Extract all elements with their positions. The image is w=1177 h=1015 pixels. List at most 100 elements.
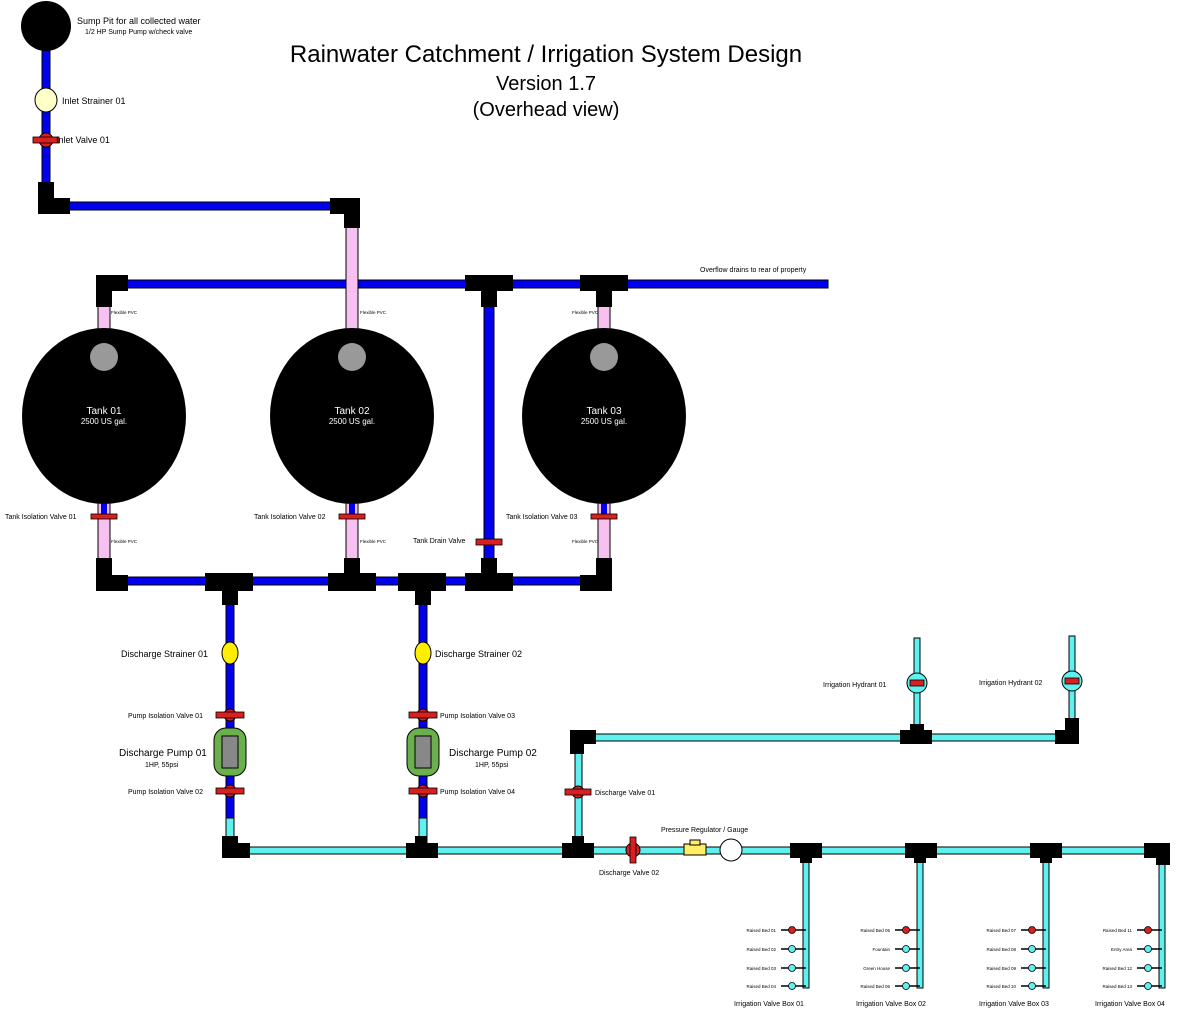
pressure-regulator-icon[interactable] [683, 839, 707, 856]
flex-pvc-labels: Flexible PVC Flexible PVC Flexible PVC F… [111, 310, 599, 544]
drain-riser-pipe [483, 295, 495, 565]
discharge-valve-01-icon[interactable] [564, 785, 592, 799]
outlet-green-house[interactable]: Green House [863, 964, 920, 972]
irrigation-valve-box-03: Raised Bed 07 Raised Bed 08 Raised Bed 0… [986, 926, 1046, 990]
pump-isolation-valve-01-label: Pump Isolation Valve 01 [128, 713, 203, 720]
valve-icon[interactable] [788, 982, 796, 990]
outlet-raised-bed-11[interactable]: Raised Bed 11 [1103, 926, 1162, 934]
tank-isolation-valve-03-icon[interactable] [590, 513, 618, 520]
tank-03[interactable]: Tank 03 2500 US gal. [522, 328, 686, 504]
pump-isolation-valve-01-icon[interactable] [215, 708, 245, 722]
tank-02[interactable]: Tank 02 2500 US gal. [270, 328, 434, 504]
discharge-pump-01-spec: 1HP, 55psi [145, 762, 179, 769]
irrigation-valve-box-04: Raised Bed 11 Entry Area Raised Bed 12 R… [1102, 926, 1162, 990]
discharge-strainer-01-icon[interactable] [221, 641, 239, 665]
valve-icon[interactable] [1028, 945, 1036, 953]
irrigation-valve-box-02: Raised Bed 05 Fountain Green House Raise… [860, 926, 920, 990]
irrigation-valve-box-04-label: Irrigation Valve Box 04 [1095, 1001, 1165, 1008]
inlet-valve-label: Inlet Valve 01 [56, 135, 110, 145]
irrigation-hydrant-02-icon[interactable] [1061, 670, 1083, 692]
discharge-pump-02-spec: 1HP, 55psi [475, 762, 509, 769]
tank-isolation-valve-01-icon[interactable] [90, 513, 118, 520]
flex-pvc-label: Flexible PVC [572, 310, 599, 315]
tank-02-capacity: 2500 US gal. [329, 417, 375, 426]
outlet-raised-bed-07[interactable]: Raised Bed 07 [986, 926, 1046, 934]
pressure-gauge-icon[interactable] [719, 838, 743, 862]
valve-icon[interactable] [1144, 945, 1152, 953]
outlet-raised-bed-06[interactable]: Raised Bed 06 [860, 982, 920, 990]
outlet-raised-bed-03[interactable]: Raised Bed 03 [746, 964, 806, 972]
outlet-label: Raised Bed 01 [746, 928, 776, 933]
flex-pvc-inner [101, 502, 607, 516]
inlet-strainer-label: Inlet Strainer 01 [62, 96, 126, 106]
flex-pvc-label: Flexible PVC [111, 310, 138, 315]
outlet-label: Entry Area [1111, 947, 1133, 952]
valve-icon[interactable] [902, 982, 910, 990]
irrigation-hydrant-02-label: Irrigation Hydrant 02 [979, 680, 1043, 687]
valve-icon[interactable] [902, 926, 910, 934]
irrigation-valve-box-01: Raised Bed 01 Raised Bed 02 Raised Bed 0… [746, 926, 806, 990]
pump-isolation-valve-02-icon[interactable] [215, 784, 245, 798]
outlet-label: Raised Bed 10 [986, 984, 1016, 989]
tank-01-body [22, 328, 186, 504]
tank-01[interactable]: Tank 01 2500 US gal. [22, 328, 186, 504]
outlet-raised-bed-01[interactable]: Raised Bed 01 [746, 926, 806, 934]
tank-isolation-valve-02-icon[interactable] [338, 513, 366, 520]
tank-isolation-valve-02-label: Tank Isolation Valve 02 [254, 514, 326, 521]
outlet-label: Raised Bed 13 [1102, 984, 1132, 989]
discharge-valve-02-icon[interactable] [625, 836, 641, 864]
valve-icon[interactable] [1144, 982, 1152, 990]
tank-drain-valve-label: Tank Drain Valve [413, 538, 466, 545]
pump-isolation-valve-04-icon[interactable] [408, 784, 438, 798]
tank-03-capacity: 2500 US gal. [581, 417, 627, 426]
discharge-pump-01-label: Discharge Pump 01 [119, 748, 207, 759]
discharge-strainer-02-icon[interactable] [414, 641, 432, 665]
flex-pvc-tank02-inlet [345, 221, 359, 331]
outlet-raised-bed-09[interactable]: Raised Bed 09 [986, 964, 1046, 972]
outlet-entry-area[interactable]: Entry Area [1111, 945, 1162, 953]
outlet-label: Raised Bed 03 [746, 966, 776, 971]
outlet-label: Raised Bed 07 [986, 928, 1016, 933]
outlet-raised-bed-13[interactable]: Raised Bed 13 [1102, 982, 1162, 990]
outlet-raised-bed-04[interactable]: Raised Bed 04 [746, 982, 806, 990]
discharge-pump-01-icon[interactable] [213, 727, 247, 777]
tank-drain-valve-icon[interactable] [475, 538, 503, 546]
pressure-regulator-label: Pressure Regulator / Gauge [661, 827, 748, 834]
tank-03-name: Tank 03 [586, 406, 621, 417]
outlet-raised-bed-12[interactable]: Raised Bed 12 [1102, 964, 1162, 972]
valve-icon[interactable] [788, 926, 796, 934]
outlet-raised-bed-08[interactable]: Raised Bed 08 [986, 945, 1046, 953]
flex-pvc-label: Flexible PVC [360, 539, 387, 544]
outlet-raised-bed-02[interactable]: Raised Bed 02 [746, 945, 806, 953]
sump-sublabel: 1/2 HP Sump Pump w/check valve [85, 29, 192, 36]
tank-02-lid-icon [338, 343, 366, 371]
inlet-valve-icon[interactable] [32, 132, 60, 148]
outlet-label: Raised Bed 11 [1103, 928, 1133, 933]
outlet-raised-bed-05[interactable]: Raised Bed 05 [860, 926, 920, 934]
inlet-strainer-icon[interactable] [34, 87, 58, 113]
tank-01-lid-icon [90, 343, 118, 371]
valve-icon[interactable] [788, 945, 796, 953]
inlet-header-pipe [53, 201, 351, 211]
outlet-fountain[interactable]: Fountain [872, 945, 920, 953]
valve-icon[interactable] [1144, 964, 1152, 972]
tank-02-name: Tank 02 [334, 406, 369, 417]
pump-isolation-valve-03-label: Pump Isolation Valve 03 [440, 713, 515, 720]
valve-icon[interactable] [902, 945, 910, 953]
pump-isolation-valve-03-icon[interactable] [408, 708, 438, 722]
irrigation-valve-box-03-label: Irrigation Valve Box 03 [979, 1001, 1049, 1008]
discharge-pump-02-icon[interactable] [406, 727, 440, 777]
valve-icon[interactable] [1028, 964, 1036, 972]
valve-icon[interactable] [1028, 982, 1036, 990]
irrigation-hydrant-01-icon[interactable] [906, 672, 928, 694]
diagram-version: Version 1.7 [496, 73, 596, 95]
valve-icon[interactable] [1028, 926, 1036, 934]
outlet-label: Raised Bed 09 [986, 966, 1016, 971]
valve-icon[interactable] [1144, 926, 1152, 934]
valve-icon[interactable] [902, 964, 910, 972]
valve-icon[interactable] [788, 964, 796, 972]
tank-isolation-valve-01-label: Tank Isolation Valve 01 [5, 514, 77, 521]
outlet-raised-bed-10[interactable]: Raised Bed 10 [986, 982, 1046, 990]
hydrant-header-pipe [589, 733, 1061, 742]
